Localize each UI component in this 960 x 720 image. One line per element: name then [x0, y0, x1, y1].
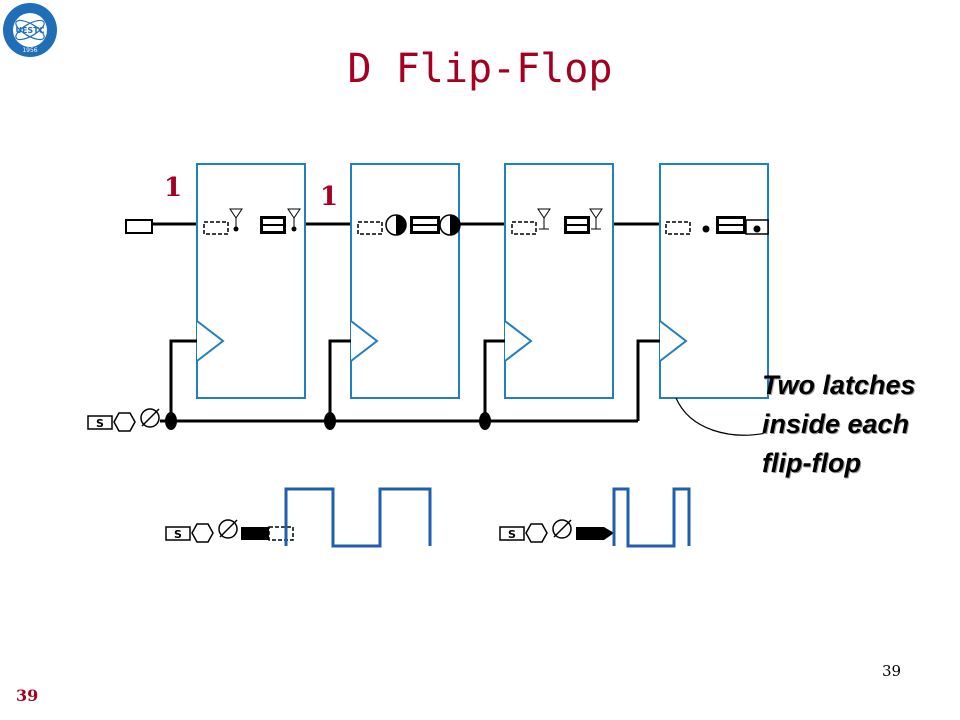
waveform-2-source-label: S	[508, 528, 516, 541]
clock-source-label: S	[96, 417, 104, 430]
flip-flop-1	[196, 163, 306, 399]
logo-inner-disc	[13, 13, 47, 47]
stage-label-2: 1	[320, 182, 339, 212]
input-token	[125, 219, 153, 234]
latch-tokens-stage-4	[665, 216, 769, 235]
logo-text: UESTC	[15, 26, 44, 35]
slide-title: D Flip-Flop	[347, 46, 613, 92]
clock-waveform-2: S	[499, 487, 691, 548]
corner-page-number: 39	[16, 686, 39, 705]
latch-tokens-stage-3	[511, 208, 603, 235]
arrow-token-icon	[576, 527, 614, 540]
antenna-icon	[589, 208, 603, 219]
clock-wiring	[160, 339, 660, 423]
page-number: 39	[882, 662, 902, 680]
clock-triangle-4	[659, 320, 688, 362]
annotation-line-2: inside each	[762, 409, 910, 439]
university-logo: UESTC 1956	[3, 3, 57, 57]
latch-tokens-stage-1	[203, 208, 301, 235]
clock-triangle-3	[504, 320, 533, 362]
flip-flop-2	[350, 163, 460, 399]
annotation-line-3: flip-flop	[762, 448, 861, 478]
clock-source: S	[87, 408, 160, 432]
antenna-icon	[537, 208, 551, 219]
logo-year: 1956	[22, 47, 37, 54]
annotation-line-1: Two latches	[762, 370, 916, 400]
clock-triangles	[196, 320, 688, 362]
flip-flop-3	[504, 163, 614, 399]
clock-junctions	[165, 412, 491, 430]
flip-flop-4	[659, 163, 769, 399]
square-wave-2	[612, 487, 691, 548]
antenna-icon	[287, 208, 301, 219]
annotation-leader	[675, 397, 767, 436]
flip-flop-boxes	[196, 163, 769, 399]
clock-triangle-1	[196, 320, 225, 362]
latch-tokens-stage-2	[357, 214, 461, 236]
latch-annotation: Two latches inside each flip-flop	[762, 366, 958, 483]
stage-label-1: 1	[164, 173, 183, 203]
clock-source-box	[87, 415, 113, 430]
clock-triangle-2	[350, 320, 379, 362]
clock-waveform-1: S	[165, 487, 432, 548]
logo-orbit-b	[15, 19, 45, 41]
antenna-icon	[229, 208, 243, 219]
clock-source-hexagon	[113, 412, 136, 432]
waveform-1-source-label: S	[174, 528, 182, 541]
logo-orbit-a	[15, 19, 45, 41]
square-wave-1	[284, 487, 432, 548]
